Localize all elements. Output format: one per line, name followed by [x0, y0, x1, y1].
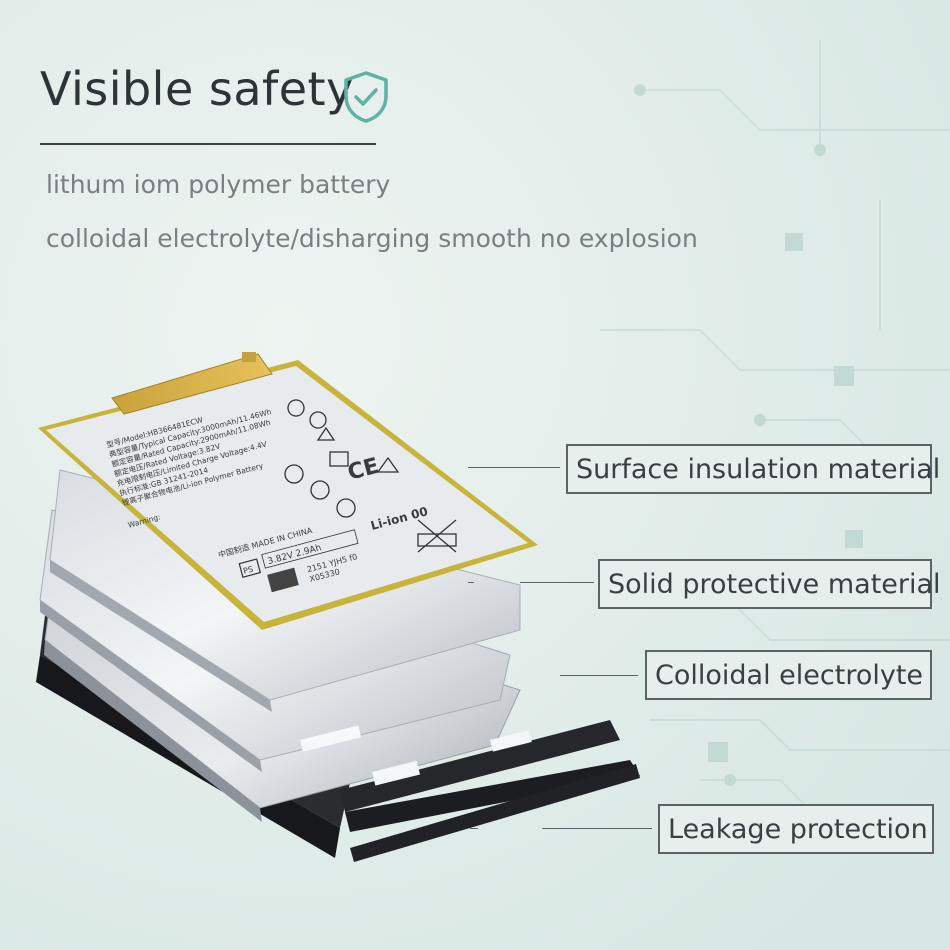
leader-tick-leakage — [470, 828, 478, 829]
callout-solid-protective: Solid protective material — [598, 559, 941, 609]
callout-solid-protective-text: Solid protective material — [608, 568, 941, 600]
leader-line-colloidal — [560, 675, 638, 676]
svg-text:PS: PS — [242, 565, 254, 576]
callout-colloidal-electrolyte: Colloidal electrolyte — [645, 650, 932, 700]
subtitle-electrolyte: colloidal electrolyte/disharging smooth … — [46, 224, 698, 253]
page-title: Visible safety — [40, 62, 354, 116]
callout-surface-insulation-text: Surface insulation material — [576, 453, 941, 485]
callout-colloidal-electrolyte-text: Colloidal electrolyte — [655, 659, 924, 691]
leader-tick-solid — [468, 582, 474, 583]
circuit-nodes — [634, 84, 886, 838]
title-divider — [40, 143, 376, 145]
subtitle-battery-type: lithum iom polymer battery — [46, 170, 391, 199]
certification-marks — [284, 399, 457, 553]
battery-cell-top: 型号/Model:HB366481ECW 典型容量/Typical Capaci… — [38, 352, 538, 630]
leader-line-leakage — [542, 828, 652, 829]
callout-leakage-protection: Leakage protection — [658, 804, 934, 854]
callout-leakage-protection-text: Leakage protection — [668, 813, 928, 845]
leader-line-solid — [520, 582, 594, 583]
shield-check-icon — [344, 71, 388, 123]
callout-surface-insulation: Surface insulation material — [566, 444, 940, 494]
leader-line-surface — [468, 467, 560, 468]
